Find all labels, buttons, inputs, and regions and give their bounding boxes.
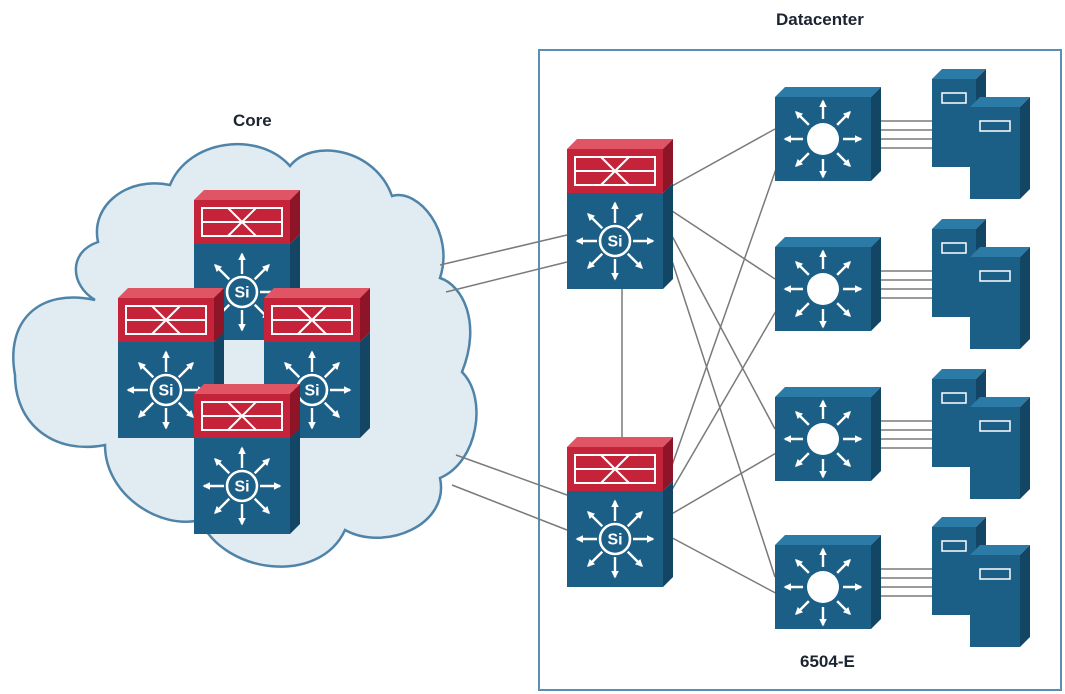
core-label: Core — [233, 111, 272, 130]
core-4-multilayer-switch: Si — [194, 384, 300, 534]
core-1-si-badge — [225, 275, 259, 309]
links-layer — [439, 120, 932, 598]
srv-3-server-pair — [932, 369, 1030, 499]
dist-1-multilayer-switch: Si — [567, 139, 673, 289]
datacenter-label: Datacenter — [776, 10, 864, 29]
core-1-badge-text: Si — [234, 285, 249, 302]
acc-3-layer2-switch — [775, 387, 881, 481]
dist-1-si-badge — [598, 224, 632, 258]
core-2-multilayer-switch: Si — [118, 288, 224, 438]
core-cloud — [12, 143, 478, 568]
core-3-badge-text: Si — [304, 383, 319, 400]
srv-2-server-pair — [932, 219, 1030, 349]
srv-1-server-pair — [932, 69, 1030, 199]
core-2-badge-text: Si — [158, 383, 173, 400]
dist-1-badge-text: Si — [607, 234, 622, 251]
access-switch-model-label: 6504-E — [800, 652, 855, 671]
core-2-si-badge — [149, 373, 183, 407]
acc-2-layer2-switch — [775, 237, 881, 331]
dist-2-multilayer-switch: Si — [567, 437, 673, 587]
core-4-si-badge — [225, 469, 259, 503]
dist-2-badge-text: Si — [607, 532, 622, 549]
core-4-badge-text: Si — [234, 479, 249, 496]
srv-4-server-pair — [932, 517, 1030, 647]
acc-4-layer2-switch — [775, 535, 881, 629]
dist-2-si-badge — [598, 522, 632, 556]
acc-1-layer2-switch — [775, 87, 881, 181]
datacenter-boundary — [538, 49, 1062, 691]
